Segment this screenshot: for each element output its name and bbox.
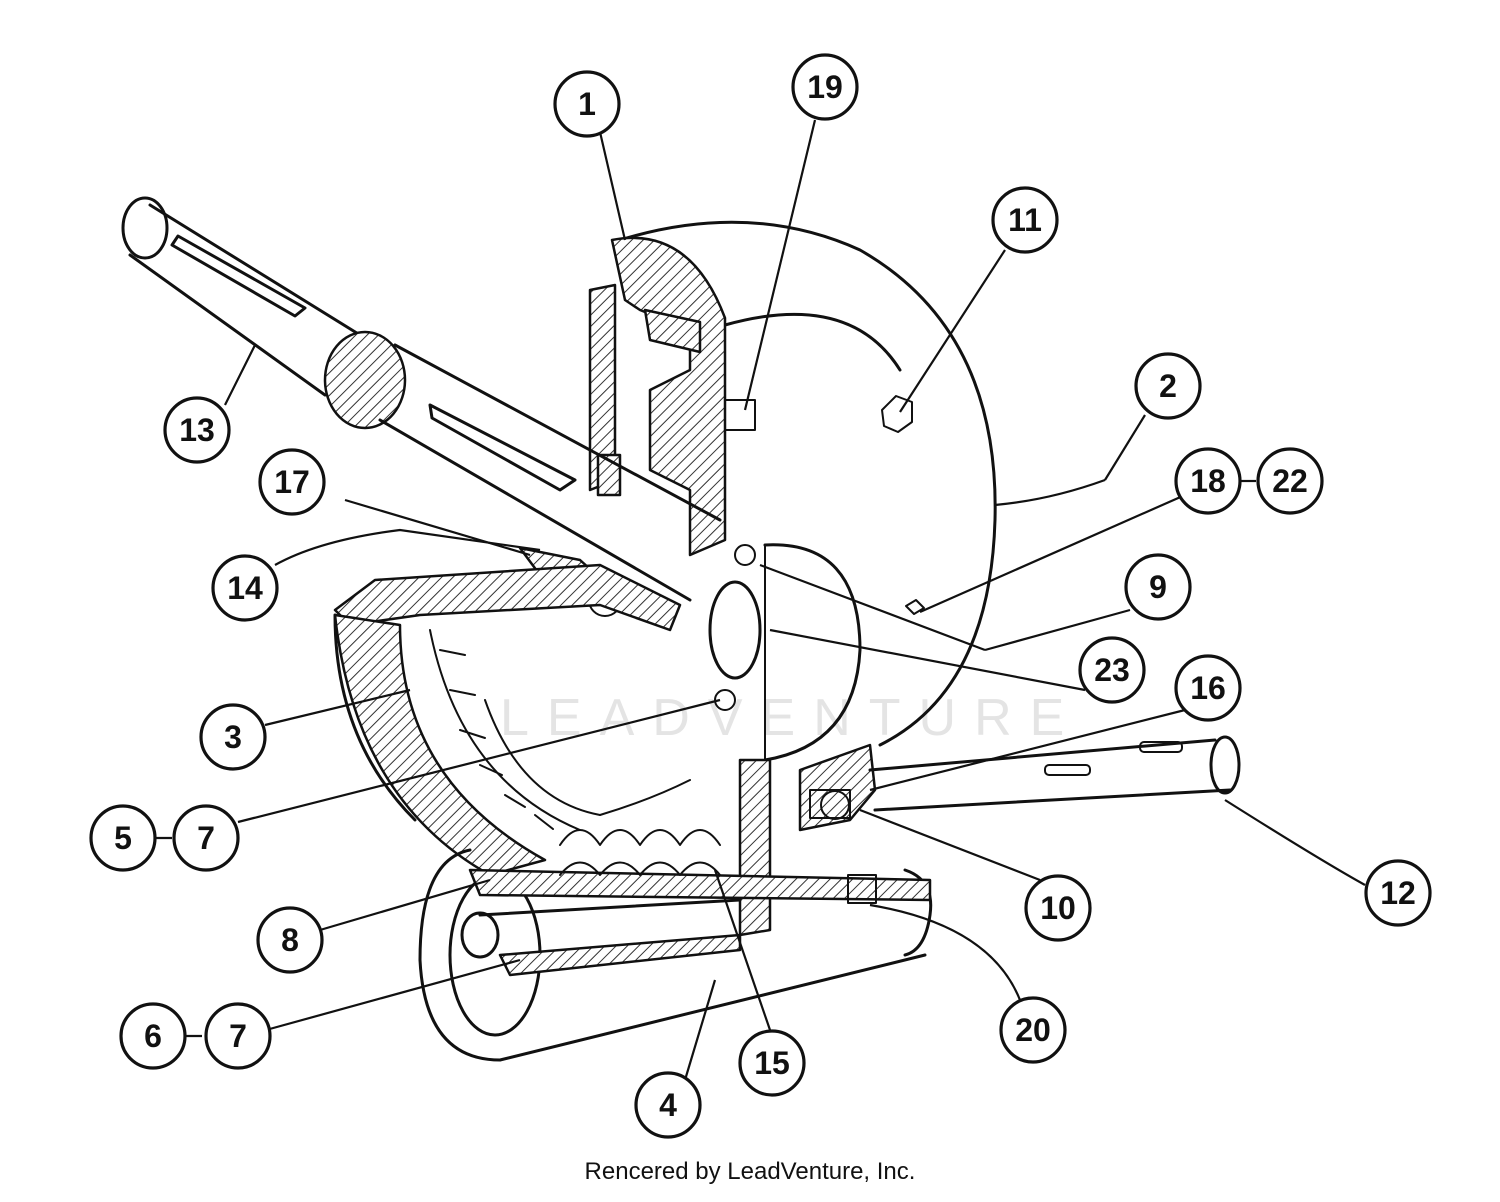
callout-6[interactable]: 6 (119, 1002, 187, 1070)
plug-19-shape (724, 399, 756, 431)
callout-1[interactable]: 1 (553, 70, 621, 138)
callout-12-label: 12 (1380, 875, 1416, 911)
callout-18-label: 18 (1190, 463, 1226, 499)
render-credit: Rencered by LeadVenture, Inc. (584, 1158, 916, 1185)
worm-gear (418, 829, 933, 1062)
callout-14-label: 14 (227, 570, 263, 606)
callout-3[interactable]: 3 (199, 703, 267, 771)
callout-15[interactable]: 15 (738, 1029, 806, 1097)
callout-22-label: 22 (1272, 463, 1308, 499)
callout-17-label: 17 (274, 464, 310, 500)
callout-23-label: 23 (1094, 652, 1130, 688)
housing-cover (618, 220, 997, 762)
gearbox-exploded-diagram: LEADVENTURE (89, 53, 1432, 1139)
callout-13[interactable]: 13 (163, 396, 231, 464)
callout-2[interactable]: 2 (1134, 352, 1202, 420)
callout-12[interactable]: 12 (1364, 859, 1432, 927)
callout-10[interactable]: 10 (1024, 874, 1092, 942)
callout-5-label: 5 (114, 820, 132, 856)
callout-11[interactable]: 11 (991, 186, 1059, 254)
callout-16-label: 16 (1190, 670, 1226, 706)
callout-20[interactable]: 20 (999, 996, 1067, 1064)
callout-17[interactable]: 17 (258, 448, 326, 516)
callout-7-upper-label: 7 (197, 820, 215, 856)
callout-3-label: 3 (224, 719, 242, 755)
callout-14[interactable]: 14 (211, 554, 279, 622)
ball-7-shape (714, 689, 736, 711)
fitting-20-shape (847, 874, 877, 904)
callout-7-upper[interactable]: 7 (172, 804, 240, 872)
callout-23[interactable]: 23 (1078, 636, 1146, 704)
callout-22[interactable]: 22 (1256, 447, 1324, 515)
callout-11-label: 11 (1008, 202, 1042, 238)
callout-9[interactable]: 9 (1124, 553, 1192, 621)
callout-5[interactable]: 5 (89, 804, 157, 872)
callout-19-label: 19 (807, 69, 843, 105)
callout-8-label: 8 (281, 922, 299, 958)
leader-lines (150, 119, 1366, 1081)
callout-16[interactable]: 16 (1174, 654, 1242, 722)
callout-9-label: 9 (1149, 569, 1167, 605)
callout-18[interactable]: 18 (1174, 447, 1242, 515)
callout-6-label: 6 (144, 1018, 162, 1054)
callout-10-label: 10 (1040, 890, 1076, 926)
callout-2-label: 2 (1159, 368, 1177, 404)
callout-4-label: 4 (659, 1087, 677, 1123)
watermark-text: LEADVENTURE (500, 689, 1082, 747)
bevel-gear (333, 563, 691, 877)
callout-7-lower[interactable]: 7 (204, 1002, 272, 1070)
input-shaft (121, 196, 762, 680)
callout-19[interactable]: 19 (791, 53, 859, 121)
bearing-23-shape (734, 544, 756, 566)
callout-13-label: 13 (179, 412, 215, 448)
callout-20-label: 20 (1015, 1012, 1051, 1048)
callout-15-label: 15 (754, 1045, 790, 1081)
output-shaft (809, 735, 1241, 820)
callout-8[interactable]: 8 (256, 906, 324, 974)
callout-7-lower-label: 7 (229, 1018, 247, 1054)
callout-1-label: 1 (578, 86, 596, 122)
callout-4[interactable]: 4 (634, 1071, 702, 1139)
